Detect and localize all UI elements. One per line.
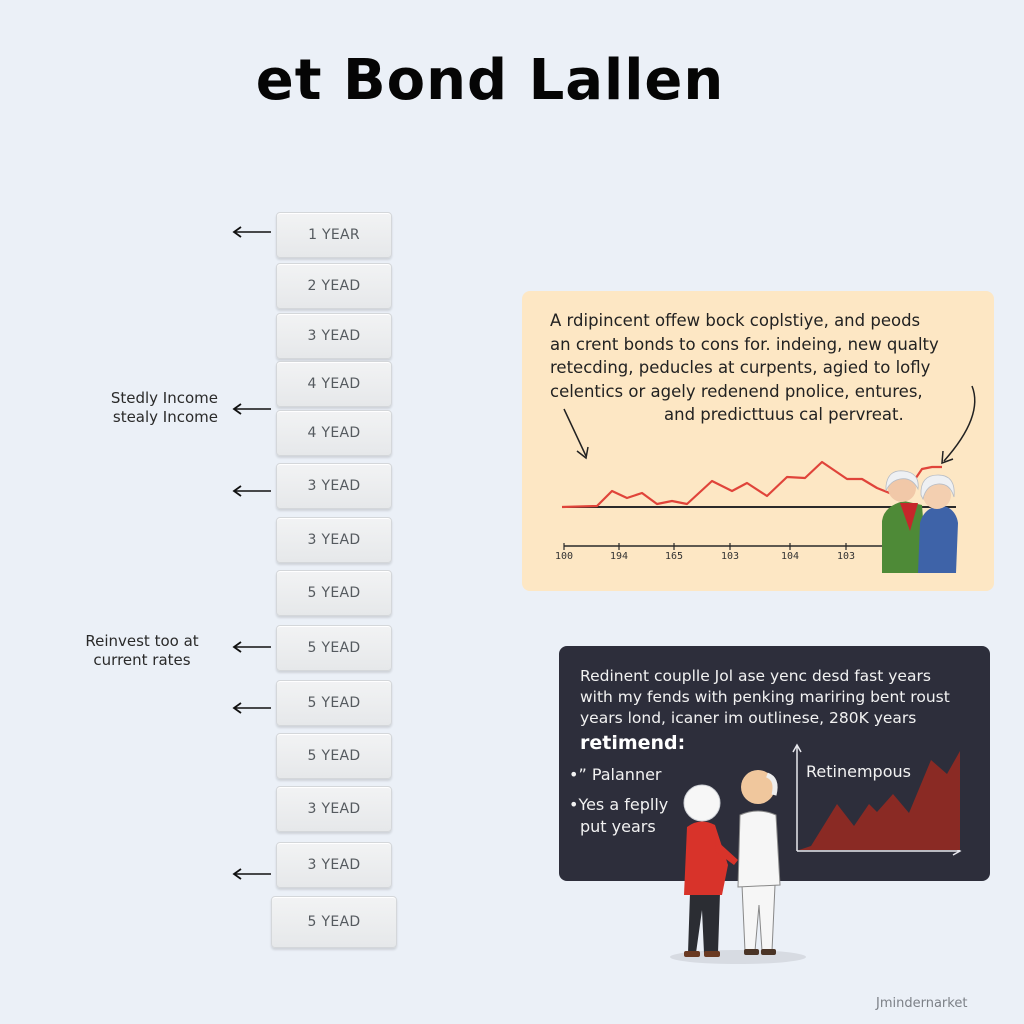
y-axis-arrow-icon xyxy=(792,743,802,753)
callout-arrow-right-icon xyxy=(943,385,976,462)
arrow-left-icon xyxy=(232,702,271,714)
info-line: celentics or agely redenend pnolice, ent… xyxy=(550,381,923,401)
info-line: an crent bonds to cons for. indeing, new… xyxy=(550,334,939,354)
steady-income-label: Stedly Income stealy Income xyxy=(90,389,218,427)
ladder-rung[interactable]: 3 YEAD xyxy=(276,463,392,509)
steady-income-line1: Stedly Income xyxy=(110,389,218,407)
ladder-rung[interactable]: 3 YEAD xyxy=(276,517,392,563)
yield-line-chart xyxy=(561,385,976,573)
bond-info-card: A rdipincent offew bock coplstiye, and p… xyxy=(522,291,994,591)
couple-illustration xyxy=(670,770,806,964)
retired-couple-illustration xyxy=(882,470,958,573)
x-axis-tick-label: 104 xyxy=(780,551,800,562)
arrow-left-icon xyxy=(232,403,271,415)
x-axis-tick-label: 194 xyxy=(609,551,629,562)
retirement-line: Redinent couplle Jol ase yenc desd fast … xyxy=(580,667,931,685)
retirement-line: with my fends with penking mariring bent… xyxy=(580,688,950,706)
x-axis-tick-label: 100 xyxy=(554,551,574,562)
arrow-left-icon xyxy=(232,226,271,238)
ladder-rung[interactable]: 4 YEAD xyxy=(276,410,392,456)
retirement-heading: retimend: xyxy=(580,732,686,754)
ladder-rung[interactable]: 1 YEAR xyxy=(276,212,392,258)
x-axis-tick-label: 103 xyxy=(720,551,740,562)
reinvest-line1: Reinvest too at xyxy=(85,632,199,650)
bullet-item: •” Palanner xyxy=(569,765,662,784)
ladder-rung[interactable]: 3 YEAD xyxy=(276,786,392,832)
reinvest-label: Reinvest too at current rates xyxy=(70,632,214,670)
info-line: and predicttuus cal pervreat. xyxy=(664,405,904,424)
ladder-rung[interactable]: 5 YEAD xyxy=(276,570,392,616)
ladder-rung[interactable]: 3 YEAD xyxy=(276,313,392,359)
ladder-rung[interactable]: 3 YEAD xyxy=(276,842,392,888)
mini-chart-label: Retinempous xyxy=(806,762,911,781)
bullet-item: •Yes a feplly xyxy=(569,795,669,814)
x-axis-tick-label: 103 xyxy=(836,551,856,562)
watermark: Jmindernarket xyxy=(876,996,968,1011)
callout-arrow-left-icon xyxy=(563,408,587,457)
retirement-card-text: Redinent couplle Jol ase yenc desd fast … xyxy=(580,666,990,729)
bullet-item: put years xyxy=(580,817,656,836)
x-axis-tick-label: 165 xyxy=(664,551,684,562)
retirement-line: years lond, icaner im outlinese, 280K ye… xyxy=(580,709,917,727)
info-line: A rdipincent offew bock coplstiye, and p… xyxy=(550,311,921,330)
ladder-rung[interactable]: 5 YEAD xyxy=(276,733,392,779)
arrow-left-icon xyxy=(232,641,271,653)
ladder-rung[interactable]: 2 YEAD xyxy=(276,263,392,309)
ladder-rung[interactable]: 5 YEAD xyxy=(276,625,392,671)
arrow-left-icon xyxy=(232,868,271,880)
steady-income-line2: stealy Income xyxy=(112,408,218,426)
info-card-text: A rdipincent offew bock coplstiye, and p… xyxy=(550,309,980,427)
retirement-area-chart xyxy=(792,743,962,856)
ladder-rung[interactable]: 5 YEAD xyxy=(276,680,392,726)
reinvest-line2: current rates xyxy=(93,651,191,669)
info-line: retecding, peducles at curpents, agied t… xyxy=(550,358,931,377)
ladder-rung[interactable]: 5 YEAD xyxy=(271,896,397,948)
arrow-left-icon xyxy=(232,485,271,497)
ladder-rung[interactable]: 4 YEAD xyxy=(276,361,392,407)
page-title: et Bond Lallen xyxy=(255,48,725,113)
